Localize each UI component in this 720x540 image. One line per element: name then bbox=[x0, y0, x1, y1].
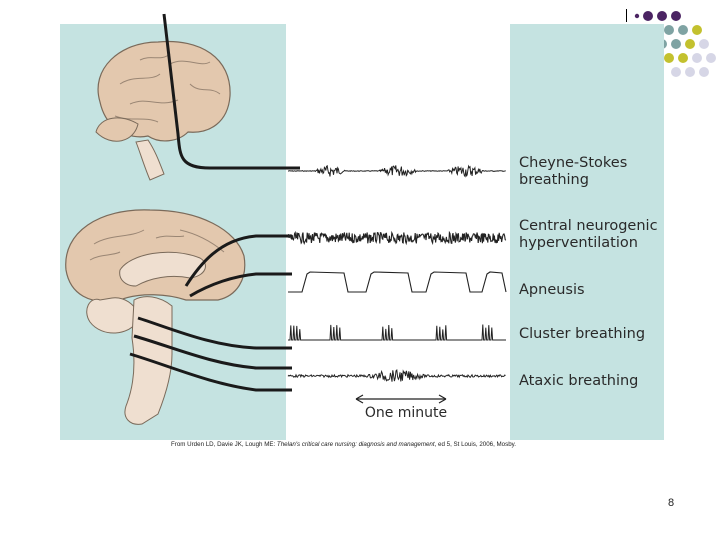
decorative-dot bbox=[657, 11, 667, 21]
label-central-neurogenic-line1: Central neurogenic bbox=[519, 218, 658, 234]
decorative-dot bbox=[643, 11, 653, 21]
decorative-dot bbox=[692, 53, 702, 63]
citation-suffix: , ed 5, St Louis, 2006, Mosby. bbox=[434, 441, 517, 448]
trace-cheyne-stokes bbox=[288, 164, 506, 178]
decorative-dot bbox=[664, 25, 674, 35]
decorative-dot bbox=[685, 39, 695, 49]
upper-brain-icon bbox=[95, 40, 231, 181]
decorative-dot bbox=[706, 53, 716, 63]
label-ataxic-breathing: Ataxic breathing bbox=[519, 373, 639, 389]
citation: From Urden LD, Davie JK, Lough ME: Thela… bbox=[171, 441, 516, 448]
scale-bar-label: One minute bbox=[364, 405, 448, 421]
citation-title: Thelan's critical care nursing: diagnosi… bbox=[276, 441, 435, 448]
trace-cluster-breathing bbox=[288, 324, 506, 341]
citation-prefix: From Urden LD, Davie JK, Lough ME: bbox=[171, 441, 277, 448]
label-cheyne-stokes-line2: breathing bbox=[519, 172, 589, 188]
scale-bar bbox=[355, 394, 447, 404]
trace-apneusis bbox=[288, 271, 507, 293]
breathing-patterns-figure: Cheyne-Stokes breathing Central neurogen… bbox=[60, 13, 664, 440]
decorative-dot-small bbox=[634, 13, 640, 19]
decorative-dot bbox=[671, 11, 681, 21]
label-cluster-breathing: Cluster breathing bbox=[519, 326, 646, 342]
label-panel bbox=[510, 24, 664, 440]
waveform-panel bbox=[286, 24, 510, 440]
decorative-dot bbox=[678, 53, 688, 63]
trace-central-neurogenic bbox=[287, 230, 507, 246]
decorative-dot bbox=[671, 39, 681, 49]
waveform-traces bbox=[287, 164, 507, 404]
page-number: 8 bbox=[668, 497, 675, 509]
decorative-dot bbox=[685, 67, 695, 77]
decorative-dot bbox=[699, 67, 709, 77]
label-apneusis: Apneusis bbox=[519, 282, 585, 298]
decorative-dot bbox=[692, 25, 702, 35]
label-central-neurogenic: Central neurogenic hyperventilation bbox=[519, 218, 669, 252]
lower-brain-icon bbox=[65, 209, 246, 425]
label-central-neurogenic-line2: hyperventilation bbox=[519, 235, 638, 251]
label-cheyne-stokes-line1: Cheyne-Stokes bbox=[519, 155, 628, 171]
label-cheyne-stokes: Cheyne-Stokes breathing bbox=[519, 155, 669, 189]
trace-ataxic-breathing bbox=[287, 369, 506, 382]
decorative-dot bbox=[678, 25, 688, 35]
decorative-dot bbox=[699, 39, 709, 49]
decorative-dot bbox=[664, 53, 674, 63]
divider-tick bbox=[626, 9, 627, 22]
decorative-dot bbox=[671, 67, 681, 77]
nerve-leads bbox=[129, 234, 292, 392]
brain-illustrations bbox=[65, 13, 300, 425]
